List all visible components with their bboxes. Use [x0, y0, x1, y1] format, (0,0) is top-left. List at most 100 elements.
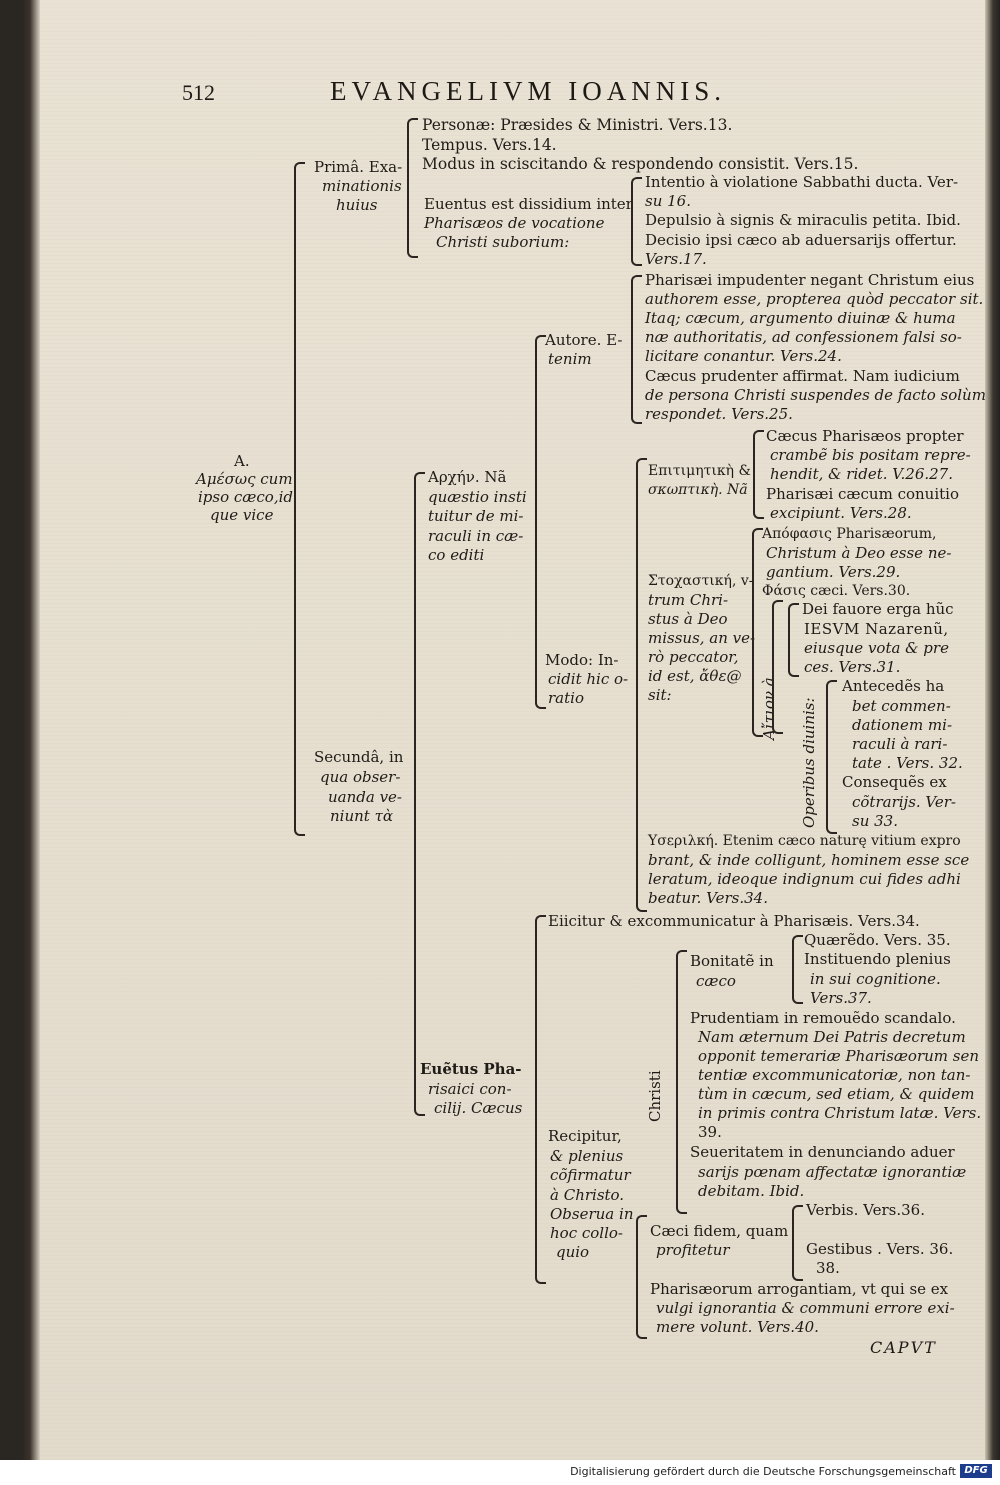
eiicitur-entry: Eiicitur & excommunicatur à Pharisæis. V… [548, 912, 920, 930]
recipitur-line-5: Obserua in [550, 1205, 634, 1223]
aition-brace [772, 600, 783, 734]
stochastike-line-4: missus, an ve- [648, 629, 756, 647]
stochastike-line-2: trum Chri- [648, 591, 729, 609]
prudentiam-line-5: tùm in cæcum, sed etiam, & quidem [698, 1085, 975, 1103]
secunda-line-1: Secundâ, in [314, 748, 404, 766]
ysterike-line-4: beatur. Vers.34. [648, 889, 768, 907]
instituendo-line-1: Instituendo plenius [804, 950, 951, 968]
euentus-line-3: Christi suborium: [436, 233, 570, 251]
modo-brace [636, 458, 647, 912]
stochastike-line-6: id est, ἄθε@ [648, 667, 742, 685]
autore-line-2: tenim [548, 350, 592, 368]
consequens-line-2: cõtrarijs. Ver- [852, 793, 956, 811]
euentus-brace [631, 177, 642, 266]
secunda-line-3: uanda ve- [328, 788, 402, 806]
apophasis-line-1: Απόφασις Pharisæorum, [762, 526, 937, 542]
autore-b-line-1: Cæcus prudenter affirmat. Nam iudicium [645, 367, 960, 385]
euentus-line-2: Pharisæos de vocatione [424, 214, 605, 232]
dei-line-3: eiusque vota & pre [804, 639, 949, 657]
prudentiam-line-4: tentiæ excommunicatoriæ, non tan- [698, 1066, 971, 1084]
archen-line-4: raculi in cæ- [428, 527, 524, 545]
autore-a-line-5: licitare conantur. Vers.24. [645, 347, 842, 365]
recipitur-line-3: cõfirmatur [550, 1166, 631, 1184]
dei-line-2: IESVM Nazarenũ, [804, 620, 949, 638]
caeci-fidem-line-1: Cæci fidem, quam [650, 1222, 789, 1240]
secunda-line-4: niunt τὰ [330, 807, 394, 825]
page-number: 512 [182, 80, 215, 105]
root-line-3: que vice [210, 506, 274, 524]
footer-bar: Digitalisierung gefördert durch die Deut… [0, 1460, 1000, 1485]
stochastike-line-1: Στοχαστική, v- [648, 573, 754, 589]
euetus-line-2: risaici con- [428, 1080, 512, 1098]
catchword: CAPVT [870, 1338, 937, 1357]
modus-entry: Modus in sciscitando & respondendo consi… [422, 155, 859, 173]
root-label: A. [234, 452, 250, 470]
phasis-entry: Φάσις cæci. Vers.30. [762, 583, 911, 599]
dei-line-4: ces. Vers.31. [804, 658, 901, 676]
ysterike-line-3: leratum, ideoque indignum cui fides adhi [648, 870, 961, 888]
seueritatem-line-2: sarijs pœnam affectatæ ignorantiæ [698, 1163, 967, 1181]
decisio-line-1: Decisio ipsi cæco ab aduersarijs offertu… [645, 231, 957, 249]
epitim-brace [753, 430, 764, 519]
recipitur-line-2: & plenius [550, 1147, 624, 1165]
modo-line-3: ratio [548, 689, 584, 707]
modo-line-2: cidit hic o- [548, 670, 629, 688]
archen-brace [535, 335, 546, 709]
christi-brace [676, 950, 687, 1214]
ysterike-line-1: Υσεριλκή. Etenim cæco naturę vitium expr… [648, 833, 961, 849]
dfg-logo-icon: DFG [960, 1464, 992, 1478]
prima-line-3: huius [336, 196, 378, 214]
root-brace [294, 162, 305, 836]
autore-brace [631, 275, 642, 424]
tempus-entry: Tempus. Vers.14. [422, 136, 557, 154]
bonitate-brace [792, 935, 803, 1004]
euetus-brace [535, 915, 546, 1284]
bonitate-line-2: cæco [696, 972, 736, 990]
instituendo-line-2: in sui cognitione. [810, 970, 941, 988]
autore-line-1: Autore. E- [545, 331, 623, 349]
gestibus-line-1: Gestibus . Vers. 36. [806, 1240, 954, 1258]
prudentiam-line-3: opponit temerariæ Pharisæorum sen [698, 1047, 980, 1065]
seueritatem-line-3: debitam. Ibid. [698, 1182, 805, 1200]
prudentiam-line-2: Nam æternum Dei Patris decretum [698, 1028, 966, 1046]
epitim-line-1: Επιτιμητικὴ & [648, 463, 751, 479]
pharisaeorum-line-3: mere volunt. Vers.40. [656, 1318, 819, 1336]
instituendo-line-3: Vers.37. [810, 989, 872, 1007]
seueritatem-line-1: Seueritatem in denunciando aduer [690, 1143, 955, 1161]
epitim-c-line-2: crambẽ bis positam repre- [770, 446, 971, 464]
antecedes-line-5: tate . Vers. 32. [852, 754, 963, 772]
autore-b-line-2: de persona Christi suspendes de facto so… [645, 386, 986, 404]
operibus-brace [826, 680, 837, 834]
autore-b-line-3: respondet. Vers.25. [645, 405, 793, 423]
caeci-fidem-line-2: profitetur [656, 1241, 730, 1259]
autore-a-line-3: Itaq; cæcum, argumento diuinæ & huma [645, 309, 956, 327]
recipitur-brace [636, 1215, 647, 1339]
antecedes-line-2: bet commen- [852, 697, 951, 715]
recipitur-line-6: hoc collo- [550, 1224, 623, 1242]
archen-line-1: Αρχήν. Nã [428, 468, 507, 486]
root-line-2: ipso cæco,id [198, 488, 293, 506]
pharisaeorum-line-1: Pharisæorum arrogantiam, vt qui se ex [650, 1280, 949, 1298]
running-title: EVANGELIVM IOANNIS. [330, 76, 726, 106]
intentio-line-2: su 16. [645, 192, 691, 210]
epitim-d-line-1: Pharisæi cæcum conuitio [766, 485, 959, 503]
prima-line-2: minationis [322, 177, 402, 195]
antecedes-line-1: Antecedẽs ha [842, 677, 945, 695]
euetus-line-1: Euẽtus Pha- [420, 1060, 522, 1078]
archen-line-2: quæstio insti [428, 488, 527, 506]
euentus-line-1: Euentus est dissidium inter [424, 195, 633, 213]
gestibus-line-2: 38. [816, 1259, 840, 1277]
autore-a-line-1: Pharisæi impudenter negant Christum eius [645, 271, 975, 289]
stochastike-line-7: sit: [648, 686, 672, 704]
apophasis-line-2: Christum à Deo esse ne- [766, 544, 952, 562]
verbis-entry: Verbis. Vers.36. [806, 1201, 925, 1219]
prudentiam-line-7: 39. [698, 1123, 722, 1141]
prima-line-1: Primâ. Exa- [314, 158, 403, 176]
dei-brace [788, 603, 799, 677]
stochastike-line-5: rò peccator, [648, 648, 739, 666]
epitim-line-2: σκωπτικὴ. Nã [648, 482, 748, 498]
funding-credit: Digitalisierung gefördert durch die Deut… [570, 1465, 956, 1478]
archen-line-5: co editi [428, 546, 485, 564]
secunda-brace [414, 472, 425, 1116]
epitim-c-line-3: hendit, & ridet. V.26.27. [770, 465, 953, 483]
